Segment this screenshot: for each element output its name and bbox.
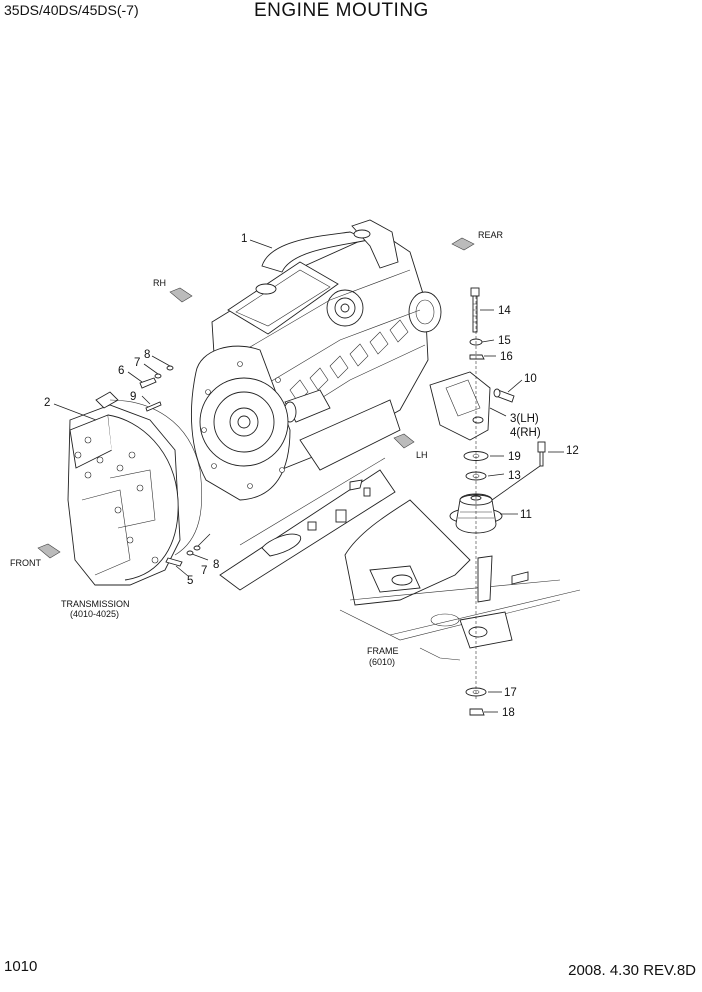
callout-3-lh: 3(LH): [510, 413, 539, 425]
callout-14: 14: [498, 305, 511, 317]
callout-10: 10: [524, 373, 537, 385]
callout-4-rh: 4(RH): [510, 427, 541, 439]
model-designation: 35DS/40DS/45DS(-7): [4, 2, 139, 18]
stud-12: [537, 441, 546, 453]
bolt-14-shank: [472, 295, 478, 333]
rear-arrow-icon: [451, 237, 475, 251]
engine-bracket: [429, 371, 491, 441]
transmission-assembly: [67, 391, 203, 586]
mount-hardware: [429, 287, 546, 716]
callout-8-upper: 8: [144, 349, 150, 361]
callout-9: 9: [130, 391, 136, 403]
label-front: FRONT: [10, 558, 41, 568]
label-rh: RH: [153, 278, 166, 288]
label-frame: FRAME: [367, 646, 399, 656]
front-arrow-icon: [37, 543, 61, 559]
lh-arrow-icon: [393, 433, 415, 449]
callout-13: 13: [508, 470, 521, 482]
revision-info: 2008. 4.30 REV.8D: [568, 962, 696, 979]
page-title: ENGINE MOUTING: [254, 0, 429, 21]
callout-19: 19: [508, 451, 521, 463]
callout-8-lower: 8: [213, 559, 219, 571]
callout-18: 18: [502, 707, 515, 719]
callout-11: 11: [520, 509, 532, 521]
frame-assembly: [219, 457, 581, 661]
nut-16: [469, 354, 485, 360]
callout-17: 17: [504, 687, 517, 699]
page-number: 1010: [4, 958, 38, 975]
bolt-5: [165, 557, 183, 567]
callout-1: 1: [241, 233, 247, 245]
flywheel-housing: [190, 345, 291, 501]
bolt-6: [139, 377, 157, 389]
callout-16: 16: [500, 351, 513, 363]
label-frame-ref: (6010): [369, 657, 395, 667]
rh-arrow-icon: [169, 287, 193, 303]
callout-2: 2: [44, 397, 50, 409]
nut-18: [469, 708, 485, 716]
callout-15: 15: [498, 335, 511, 347]
callout-5: 5: [187, 575, 193, 587]
callout-12: 12: [566, 445, 579, 457]
leader-lines: [53, 239, 564, 713]
label-rear: REAR: [478, 230, 504, 240]
label-transmission-ref: (4010-4025): [70, 609, 119, 619]
callout-7-lower: 7: [201, 565, 207, 577]
callout-6: 6: [118, 365, 124, 377]
label-lh: LH: [416, 450, 428, 460]
label-transmission: TRANSMISSION: [61, 599, 130, 609]
bolt-14: [470, 287, 480, 297]
pin-9: [145, 401, 162, 412]
callout-7-upper: 7: [134, 357, 140, 369]
housing-hardware: [139, 365, 201, 567]
